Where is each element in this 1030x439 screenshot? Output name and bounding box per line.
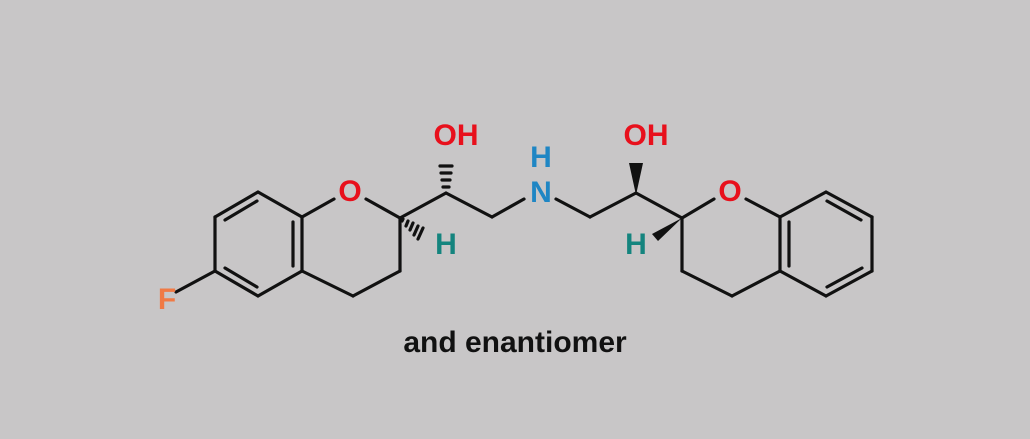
- double-bond-inner: [223, 266, 259, 289]
- bond: [744, 197, 782, 219]
- bond: [680, 269, 734, 298]
- double-bond-inner: [223, 199, 259, 222]
- bond: [778, 190, 828, 219]
- left-ring-oxygen-label: O: [338, 175, 361, 208]
- bond: [634, 191, 684, 220]
- bond: [554, 197, 592, 219]
- right-ring-oxygen-label: O: [718, 175, 741, 208]
- bond: [256, 269, 304, 298]
- left-hashed-oh-bond: [438, 164, 454, 189]
- bond: [364, 197, 402, 220]
- hash-line: [412, 224, 420, 237]
- bond: [680, 197, 716, 220]
- amine-hydrogen-label: H: [530, 141, 552, 174]
- enantiomer-caption: and enantiomer: [403, 326, 627, 359]
- bond: [824, 190, 874, 219]
- left-benzene-ring: [213, 190, 304, 298]
- left-hydroxyl-label: OH: [434, 119, 479, 152]
- left-hashed-wedge: [400, 217, 425, 241]
- c-f-bond: [174, 269, 217, 294]
- bond: [300, 269, 355, 298]
- right-stereo-hydrogen-label: H: [625, 228, 647, 261]
- amine-nitrogen-label: N: [530, 176, 552, 209]
- double-bond-inner: [825, 266, 864, 289]
- hash-line: [408, 221, 415, 232]
- bond: [351, 269, 402, 298]
- right-benzene-ring: [778, 190, 874, 298]
- bond: [300, 197, 336, 219]
- hash-line: [404, 219, 410, 228]
- right-hydroxyl-label: OH: [624, 119, 669, 152]
- bond: [778, 269, 828, 298]
- hash-line: [416, 226, 425, 241]
- right-solid-wedge-oh: [629, 163, 643, 195]
- bond: [256, 190, 304, 219]
- left-pyran-ring: [300, 197, 402, 298]
- bond: [824, 269, 874, 298]
- double-bond-inner: [825, 199, 863, 222]
- bond: [398, 191, 448, 220]
- bond: [213, 269, 260, 298]
- fluorine-atom-label: F: [158, 283, 176, 316]
- bond: [730, 269, 782, 298]
- hash-line: [400, 217, 405, 223]
- bond: [588, 191, 638, 219]
- left-stereo-hydrogen-label: H: [435, 228, 457, 261]
- bond: [490, 197, 526, 219]
- right-solid-wedge-h: [652, 218, 682, 241]
- right-pyran-ring: [680, 197, 782, 298]
- bond: [444, 191, 494, 219]
- bond: [213, 190, 260, 219]
